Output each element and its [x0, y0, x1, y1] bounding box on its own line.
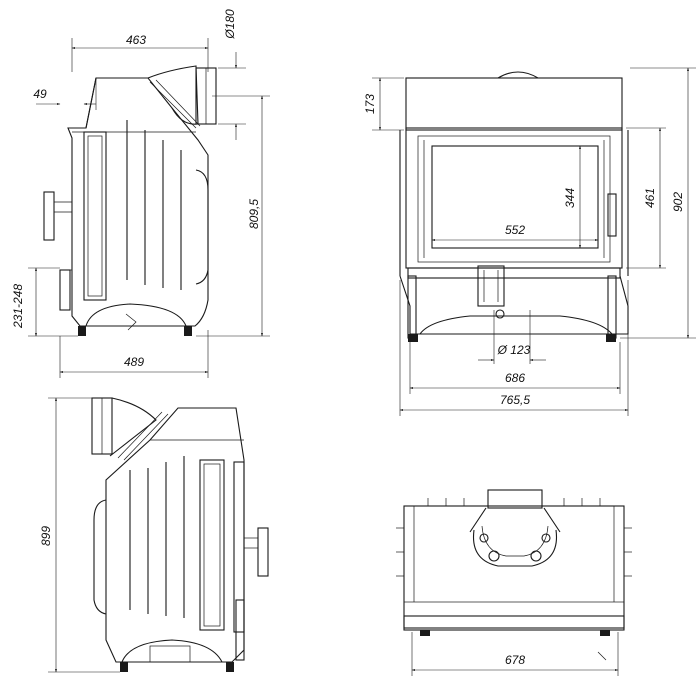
side-right-dimensions: 899	[39, 397, 120, 673]
front-view	[399, 71, 629, 342]
dim-side-depth: 489	[124, 355, 144, 369]
side-view-left	[43, 65, 217, 336]
dim-side-height: 809,5	[247, 199, 261, 229]
dim-side-right-height: 899	[39, 526, 53, 546]
side-left-dimensions: 463 Ø180 49 809,5 231-248 489	[11, 9, 270, 378]
dim-glass-height: 344	[563, 188, 577, 208]
dim-side-width-top: 463	[126, 33, 146, 47]
side-view-right	[91, 397, 269, 672]
dim-side-offset: 49	[33, 87, 47, 101]
dim-top-width: 678	[505, 653, 525, 667]
dim-glass-width: 552	[505, 223, 525, 237]
front-dimensions: 173 344 552 461 902 Ø 123 686 765,5	[363, 67, 696, 416]
dim-door-height: 461	[643, 188, 657, 208]
dim-front-total-height: 902	[671, 192, 685, 212]
top-view-dimensions: 678	[411, 632, 619, 676]
dim-front-inner-width: 686	[505, 371, 525, 385]
dim-front-total-width: 765,5	[500, 393, 530, 407]
dim-leg-range: 231-248	[11, 284, 25, 329]
dim-air-inlet: Ø 123	[497, 343, 531, 357]
dim-front-top-height: 173	[363, 94, 377, 114]
top-view	[396, 489, 632, 661]
dim-flue-diameter: Ø180	[223, 9, 237, 40]
